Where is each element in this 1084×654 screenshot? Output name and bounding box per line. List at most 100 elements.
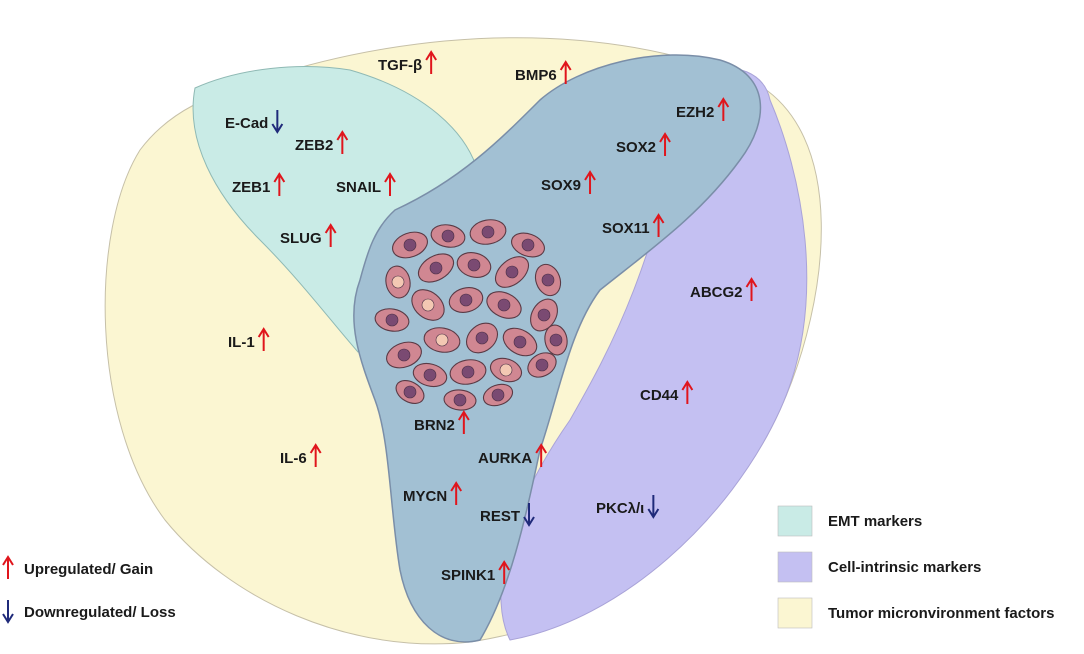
marker-label-snail: SNAIL <box>336 179 381 196</box>
tumor-cell <box>456 252 492 278</box>
legend-label-upregulated: Upregulated/ Gain <box>24 561 153 578</box>
marker-cd44: CD44 <box>640 380 694 404</box>
marker-zeb2: ZEB2 <box>295 130 349 154</box>
marker-zeb1: ZEB1 <box>232 172 286 196</box>
up-arrow-icon <box>652 213 665 237</box>
up-arrow-icon <box>324 223 337 247</box>
tumor-cell <box>530 298 558 332</box>
up-arrow-icon <box>584 170 596 194</box>
up-arrow-icon <box>450 481 463 505</box>
up-arrow-icon <box>745 277 758 301</box>
marker-abcg2: ABCG2 <box>690 277 758 301</box>
legend-intrinsic: Cell-intrinsic markers <box>777 551 981 583</box>
marker-label-il-6: IL-6 <box>280 450 307 467</box>
tumor-cell <box>527 352 557 378</box>
marker-snail: SNAIL <box>336 172 396 196</box>
up-arrow-icon <box>535 443 548 467</box>
marker-bmp6: BMP6 <box>515 60 572 84</box>
marker-aurka: AURKA <box>478 443 548 467</box>
marker-il-6: IL-6 <box>280 443 322 467</box>
marker-mycn: MYCN <box>403 481 463 505</box>
tumor-cell <box>374 308 410 332</box>
tumor-cell <box>417 253 455 283</box>
up-arrow-icon <box>659 132 671 156</box>
marker-slug: SLUG <box>280 223 337 247</box>
tumor-cell <box>430 224 466 248</box>
legend-emt: EMT markers <box>777 505 922 537</box>
marker-label-sox11: SOX11 <box>602 220 650 237</box>
marker-label-ezh2: EZH2 <box>676 104 714 121</box>
up-arrow-icon <box>717 97 730 121</box>
legend-swatch-microenv <box>777 597 813 629</box>
marker-label-tgf-beta: TGF-β <box>378 57 422 74</box>
marker-il-1: IL-1 <box>228 327 270 351</box>
tumor-cell <box>489 357 523 383</box>
legend-label-downregulated: Downregulated/ Loss <box>24 604 176 621</box>
up-arrow-icon <box>425 50 438 74</box>
down-arrow-icon <box>523 503 535 527</box>
up-arrow-icon <box>273 172 286 196</box>
up-arrow-icon <box>681 380 694 404</box>
tumor-cell <box>486 291 522 319</box>
legend-swatch-intrinsic <box>777 551 813 583</box>
down-arrow-icon <box>271 110 284 134</box>
marker-label-abcg2: ABCG2 <box>690 284 743 301</box>
legend-label-emt: EMT markers <box>828 513 922 530</box>
up-arrow-icon <box>336 130 349 154</box>
marker-label-cd44: CD44 <box>640 387 679 404</box>
up-arrow-icon <box>384 172 396 196</box>
down-arrow-icon <box>647 495 660 519</box>
marker-e-cad: E-Cad <box>225 110 284 134</box>
tumor-cell <box>482 383 514 407</box>
tumor-cell <box>412 362 448 388</box>
tumor-cell <box>511 232 545 258</box>
tumor-cell <box>386 341 422 369</box>
up-arrow-icon <box>2 555 14 579</box>
marker-label-brn2: BRN2 <box>414 417 455 434</box>
legend-swatch-emt <box>777 505 813 537</box>
marker-label-bmp6: BMP6 <box>515 67 557 84</box>
tumor-cell <box>494 256 530 288</box>
tumor-cell <box>502 327 538 357</box>
tumor-cell <box>395 379 425 405</box>
up-arrow-icon <box>257 327 270 351</box>
marker-label-spink1: SPINK1 <box>441 567 495 584</box>
legend-label-intrinsic: Cell-intrinsic markers <box>828 559 981 576</box>
marker-label-il-1: IL-1 <box>228 334 255 351</box>
legend-downregulated: Downregulated/ Loss <box>2 600 176 624</box>
down-arrow-icon <box>2 600 14 624</box>
marker-label-zeb2: ZEB2 <box>295 137 333 154</box>
marker-label-slug: SLUG <box>280 230 322 247</box>
marker-tgf-beta: TGF-β <box>378 50 438 74</box>
tumor-cell <box>392 231 428 259</box>
legend-microenv: Tumor micronvironment factors <box>777 597 1054 629</box>
legend-label-microenv: Tumor micronvironment factors <box>828 605 1054 622</box>
tumor-cell <box>534 263 562 297</box>
marker-label-rest: REST <box>480 508 520 525</box>
tumor-cell <box>449 359 487 385</box>
marker-label-pkc: PKCλ/ι <box>596 500 644 517</box>
tumor-cell <box>443 389 477 411</box>
tumor-cell <box>423 327 461 353</box>
tumor-cell <box>544 324 568 356</box>
marker-ezh2: EZH2 <box>676 97 730 121</box>
tumor-cell-cluster <box>374 219 568 411</box>
cell-intrinsic-region <box>500 66 808 641</box>
marker-label-sox9: SOX9 <box>541 177 581 194</box>
tumor-cell <box>465 322 499 354</box>
marker-label-aurka: AURKA <box>478 450 532 467</box>
up-arrow-icon <box>309 443 322 467</box>
tumor-cell <box>448 287 484 313</box>
up-arrow-icon <box>559 60 572 84</box>
marker-label-zeb1: ZEB1 <box>232 179 270 196</box>
marker-rest: REST <box>480 503 535 527</box>
marker-sox9: SOX9 <box>541 170 596 194</box>
marker-label-sox2: SOX2 <box>616 139 656 156</box>
marker-pkc: PKCλ/ι <box>596 495 660 519</box>
tumor-cell <box>411 289 445 321</box>
marker-brn2: BRN2 <box>414 410 470 434</box>
